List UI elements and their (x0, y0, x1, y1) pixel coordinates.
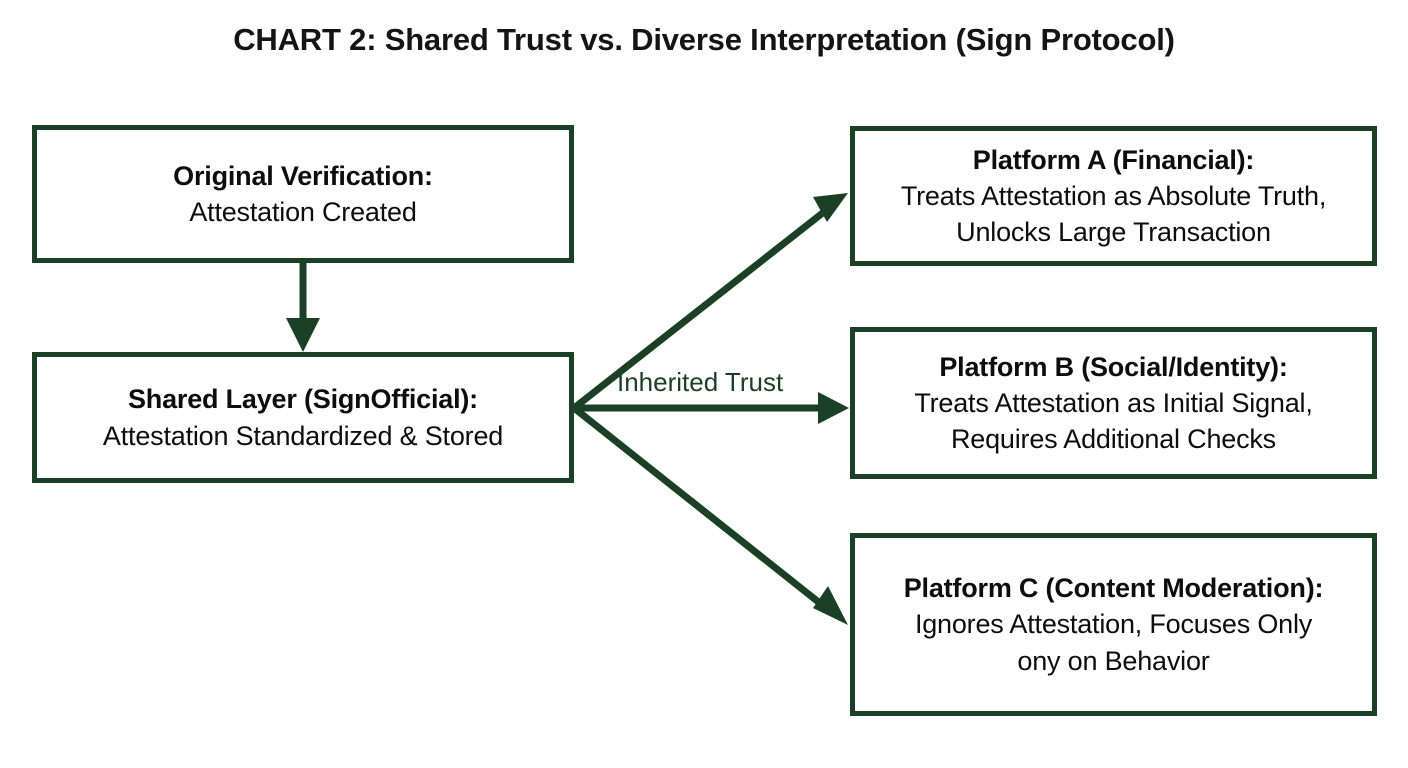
node-platform-a-heading: Platform A (Financial): (972, 144, 1255, 175)
node-platform-a-body-line-2: Unlocks Large Transaction (956, 217, 1271, 248)
page-title: CHART 2: Shared Trust vs. Diverse Interp… (233, 22, 1175, 57)
node-shared-layer-heading: Shared Layer (SignOfficial): (128, 384, 478, 415)
node-shared-layer-body: Attestation Standardized & Stored (102, 420, 504, 451)
node-platform-b[interactable]: Platform B (Social/Identity): Treats Att… (850, 327, 1377, 479)
node-platform-c-heading: Platform C (Content Moderation): (903, 573, 1324, 604)
node-platform-b-body-line-1: Treats Attestation as Initial Signal, (914, 387, 1313, 418)
node-original-verification-heading: Original Verification: (173, 160, 433, 191)
node-shared-layer[interactable]: Shared Layer (SignOfficial): Attestation… (32, 352, 574, 483)
node-platform-c[interactable]: Platform C (Content Moderation): Ignores… (850, 533, 1377, 716)
node-platform-a-body-line-1: Treats Attestation as Absolute Truth, (900, 180, 1327, 211)
node-platform-c-body-line-1: Ignores Attestation, Focuses Only (914, 609, 1313, 640)
node-platform-c-body-line-2: ony on Behavior (1017, 645, 1210, 676)
node-platform-b-heading: Platform B (Social/Identity): (939, 351, 1288, 382)
arrow-original-to-shared (286, 263, 320, 352)
node-platform-b-body-line-2: Requires Additional Checks (951, 424, 1276, 455)
node-original-verification-body: Attestation Created (189, 197, 417, 227)
edge-label-inherited-trust: Inherited Trust (617, 367, 784, 397)
node-platform-a[interactable]: Platform A (Financial): Treats Attestati… (850, 126, 1377, 266)
node-original-verification[interactable]: Original Verification: Attestation Creat… (32, 125, 574, 263)
arrow-shared-to-platform-c (571, 405, 848, 625)
